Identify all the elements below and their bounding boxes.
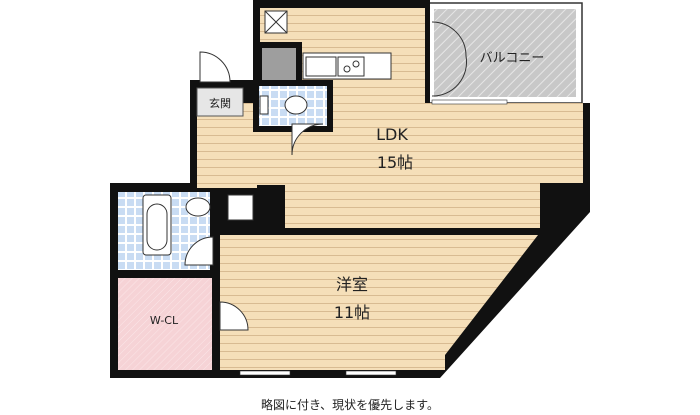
window: [239, 370, 291, 376]
closet-label: W-CL: [150, 314, 179, 327]
western-room-label: 洋室: [336, 275, 368, 294]
door-icon: [291, 123, 324, 156]
door-icon: [184, 236, 214, 266]
window: [431, 99, 508, 105]
partition-wall: [215, 228, 540, 235]
door-icon: [199, 51, 231, 83]
toilet-room: [253, 80, 333, 132]
washer-icon: [227, 194, 254, 221]
ldk-label: LDK: [376, 125, 408, 144]
toilet-icon: [284, 95, 308, 115]
entrance: [196, 51, 244, 117]
western-room-size-label: 11帖: [334, 303, 370, 322]
balcony: [427, 2, 583, 104]
ldk-size-label: 15帖: [377, 153, 413, 172]
balcony-label: バルコニー: [480, 51, 545, 66]
disclaimer-note: 略図に付き、現状を優先します。: [261, 398, 439, 412]
window: [345, 370, 397, 376]
balcony-door-icon: [431, 21, 468, 97]
door-icon: [219, 301, 249, 331]
closet-floor: [118, 278, 212, 370]
kitchen: [258, 10, 392, 82]
bathroom: [112, 188, 254, 373]
stove-icon: [337, 56, 365, 77]
fridge-icon: [262, 48, 296, 80]
entrance-label: 玄関: [209, 96, 231, 110]
sink-icon: [305, 56, 337, 77]
western-room-floor: [220, 235, 538, 370]
washbasin-icon: [185, 197, 211, 217]
